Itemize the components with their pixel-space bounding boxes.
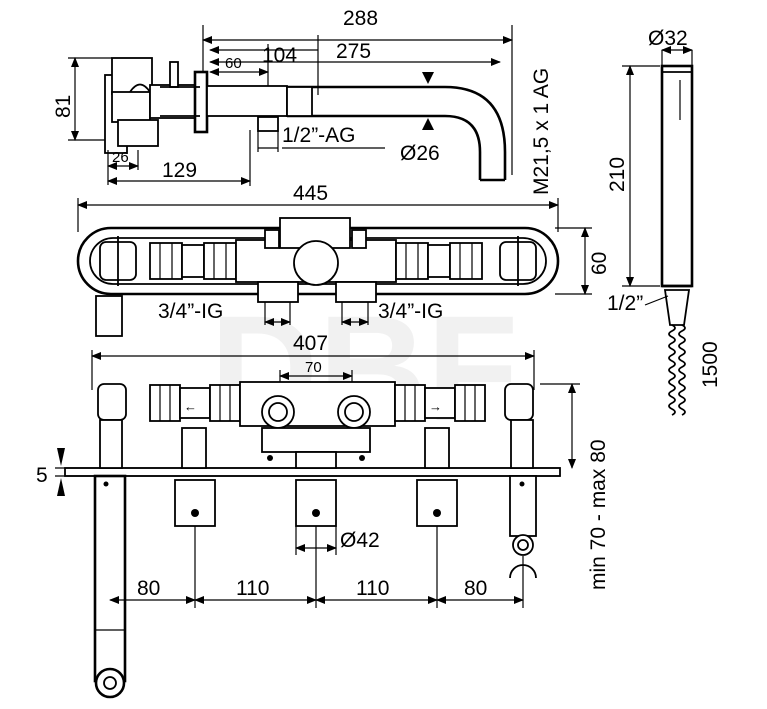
dia-42: Ø42 <box>340 529 380 552</box>
dim-70: 70 <box>305 359 322 376</box>
hose-length: 1500 <box>699 341 722 388</box>
dia-26: Ø26 <box>400 142 440 165</box>
dim-210: 210 <box>606 157 629 192</box>
thread-right-ig: 3/4”-IG <box>378 300 443 323</box>
depth-range: min 70 - max 80 <box>587 439 610 590</box>
thread-half: 1/2” <box>607 292 643 315</box>
dim-60-plate: 60 <box>588 252 611 275</box>
dim-407: 407 <box>293 332 328 355</box>
dim-26: 26 <box>112 149 129 166</box>
thread-m21: M21,5 x 1 AG <box>530 68 553 195</box>
dim-110-right: 110 <box>356 577 389 600</box>
dim-60-top: 60 <box>225 55 242 72</box>
dim-288: 288 <box>343 7 378 30</box>
dim-104: 104 <box>262 44 297 67</box>
front-view: 407 70 ← → <box>36 332 610 699</box>
top-view: 288 275 104 60 81 <box>52 7 553 195</box>
dim-129: 129 <box>162 159 197 182</box>
dim-110-left: 110 <box>236 577 269 600</box>
svg-text:→: → <box>429 399 442 414</box>
svg-text:←: ← <box>184 399 197 414</box>
dim-80-right: 80 <box>464 577 487 600</box>
dia-32: Ø32 <box>648 27 688 50</box>
dim-80-left: 80 <box>137 577 160 600</box>
thread-half-ag: 1/2”-AG <box>282 124 356 147</box>
hand-shower: Ø32 210 1/2” 1500 <box>606 27 722 416</box>
plate-view: 445 60 <box>76 182 611 337</box>
dim-275: 275 <box>336 40 371 63</box>
dim-81: 81 <box>52 95 75 118</box>
dim-5: 5 <box>36 464 48 487</box>
thread-left-ig: 3/4”-IG <box>158 300 223 323</box>
dim-445: 445 <box>293 182 328 205</box>
